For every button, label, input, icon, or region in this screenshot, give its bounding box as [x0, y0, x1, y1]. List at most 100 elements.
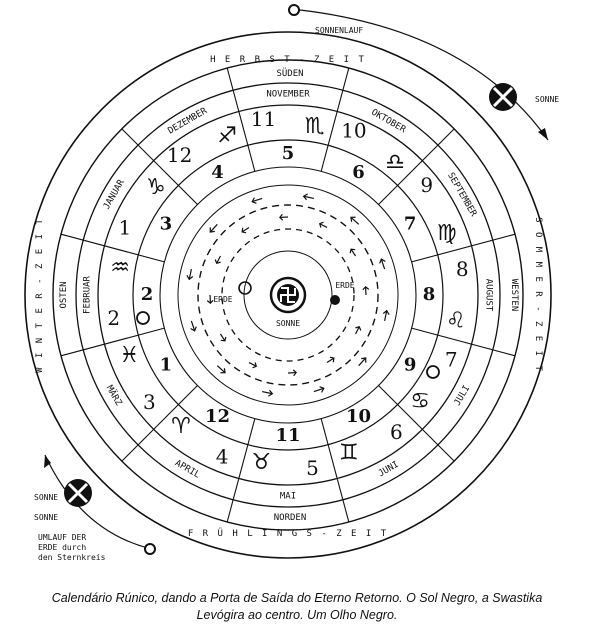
zodiac-ring: [132, 139, 444, 451]
month-label: DEZEMBER: [166, 106, 209, 137]
orbit-arrowhead: [190, 326, 197, 332]
eye-marker-right: [426, 365, 440, 379]
orbit-arrow: [216, 255, 221, 264]
figure-caption: Calendário Rúnico, dando a Porta de Saíd…: [0, 590, 594, 624]
zodiac-sign: ♌: [446, 309, 466, 334]
month-label: JANUAR: [102, 178, 127, 212]
month-number: 10: [341, 118, 366, 142]
inner-number: 7: [404, 214, 417, 235]
month-number: 9: [420, 173, 433, 197]
orbit-end-dot-bottom: [144, 543, 156, 555]
month-number: 8: [456, 257, 469, 281]
earth-marker-right: [330, 295, 340, 305]
month-divider: [60, 233, 165, 263]
zodiac-sign: ♎: [385, 150, 405, 175]
season-summer: S O M M E R - Z E I T: [533, 217, 543, 373]
month-divider: [121, 128, 198, 205]
orbit-start-dot-top: [288, 4, 300, 16]
black-sun-center: [269, 276, 307, 314]
sun-orbit-bottom: [44, 454, 149, 549]
orbit-arrowhead: [361, 357, 367, 363]
orbit-arrowhead: [318, 221, 324, 228]
outer-ring: [24, 31, 552, 559]
orbit-arrow: [219, 333, 226, 342]
orbit-arrow: [355, 326, 360, 335]
orbit-arrow: [251, 197, 263, 203]
zodiac-sign: ♏: [305, 114, 325, 139]
number-ring: [159, 166, 417, 424]
inner-number: 12: [205, 406, 230, 427]
orbit-arrowhead: [268, 389, 274, 397]
orbit-arrow-bottom: [44, 455, 51, 468]
month-divider: [411, 327, 516, 357]
season-autumn: H E R B S T - Z E I T: [210, 55, 366, 65]
sun-label-top-right: SONNE: [535, 95, 559, 104]
sun-orbit-top: [299, 9, 549, 141]
inner-circle: [243, 250, 333, 340]
zodiac-sign: ♒: [110, 255, 130, 280]
inner-number: 8: [423, 284, 436, 305]
inner-number: 2: [141, 284, 154, 305]
month-number: 1: [118, 216, 131, 240]
zodiac-sign: ♋: [410, 389, 430, 414]
direction-ring: [75, 82, 501, 508]
sun-label-bottom-left-1: SONNE: [34, 493, 58, 502]
orbit-note-1: UMLAUF DER: [38, 533, 86, 542]
orbit-arrowhead: [251, 197, 257, 204]
rune-ring: [177, 184, 399, 406]
sun-symbol-top-right: [489, 83, 517, 111]
orbit-note-2: ERDE durch: [38, 543, 86, 552]
month-label: MAI: [280, 492, 296, 502]
season-ring: [52, 59, 524, 531]
month-divider: [121, 385, 198, 462]
month-divider: [226, 67, 256, 172]
orbit-arrow: [216, 365, 226, 374]
orbit-arrowhead: [355, 325, 362, 331]
orbit-arrowhead: [241, 227, 247, 234]
month-number: 3: [143, 390, 156, 414]
month-number: 11: [251, 107, 276, 131]
zodiac-sign: ♉: [252, 450, 272, 475]
orbit-arrow: [350, 248, 357, 257]
orbit-arrow: [248, 362, 257, 367]
orbit-arrow: [319, 223, 328, 228]
inner-number: 6: [352, 162, 365, 183]
sun-orbit-label: SONNENLAUF: [315, 26, 363, 35]
inner-number: 1: [160, 355, 173, 376]
orbit-arrows: [186, 193, 390, 397]
orbit-arrowhead: [319, 386, 325, 393]
orbit-arrowhead: [214, 259, 221, 265]
month-divider: [60, 327, 165, 357]
direction-south: SÜDEN: [276, 68, 303, 79]
orbit-arrow: [190, 320, 196, 332]
orbit-arrowhead: [382, 309, 390, 315]
season-spring: F R Ü H L I N G S - Z E I T: [188, 528, 388, 539]
month-number: 4: [216, 445, 229, 469]
eye-marker-left: [136, 311, 150, 325]
orbit-arrowhead: [279, 213, 284, 221]
orbit-arrowhead: [379, 258, 386, 264]
direction-east: OSTEN: [59, 281, 69, 308]
orbit-arrow: [326, 357, 335, 364]
orbit-arrowhead: [302, 193, 308, 201]
orbit-arrow: [358, 357, 367, 367]
orbit-note-3: den Sternkreis: [38, 553, 106, 562]
month-divider: [320, 67, 350, 172]
inner-number: 10: [346, 406, 371, 427]
center-label-bottom: SONNE: [276, 319, 300, 328]
zodiac-sign: ♈: [171, 414, 191, 439]
month-divider: [411, 233, 516, 263]
month-divider: [226, 418, 256, 523]
month-label: AUGUST: [484, 279, 494, 312]
month-number: 12: [167, 143, 192, 167]
orbit-arrowhead: [209, 227, 215, 233]
orbit-arrow: [209, 223, 218, 233]
inner-number: 4: [211, 162, 224, 183]
orbit-arrowhead: [220, 368, 226, 374]
orbit-arrow: [261, 391, 273, 395]
orbit-arrow: [380, 258, 386, 270]
orbit-arrowhead: [206, 299, 214, 304]
orbit-arrowhead: [252, 362, 258, 369]
